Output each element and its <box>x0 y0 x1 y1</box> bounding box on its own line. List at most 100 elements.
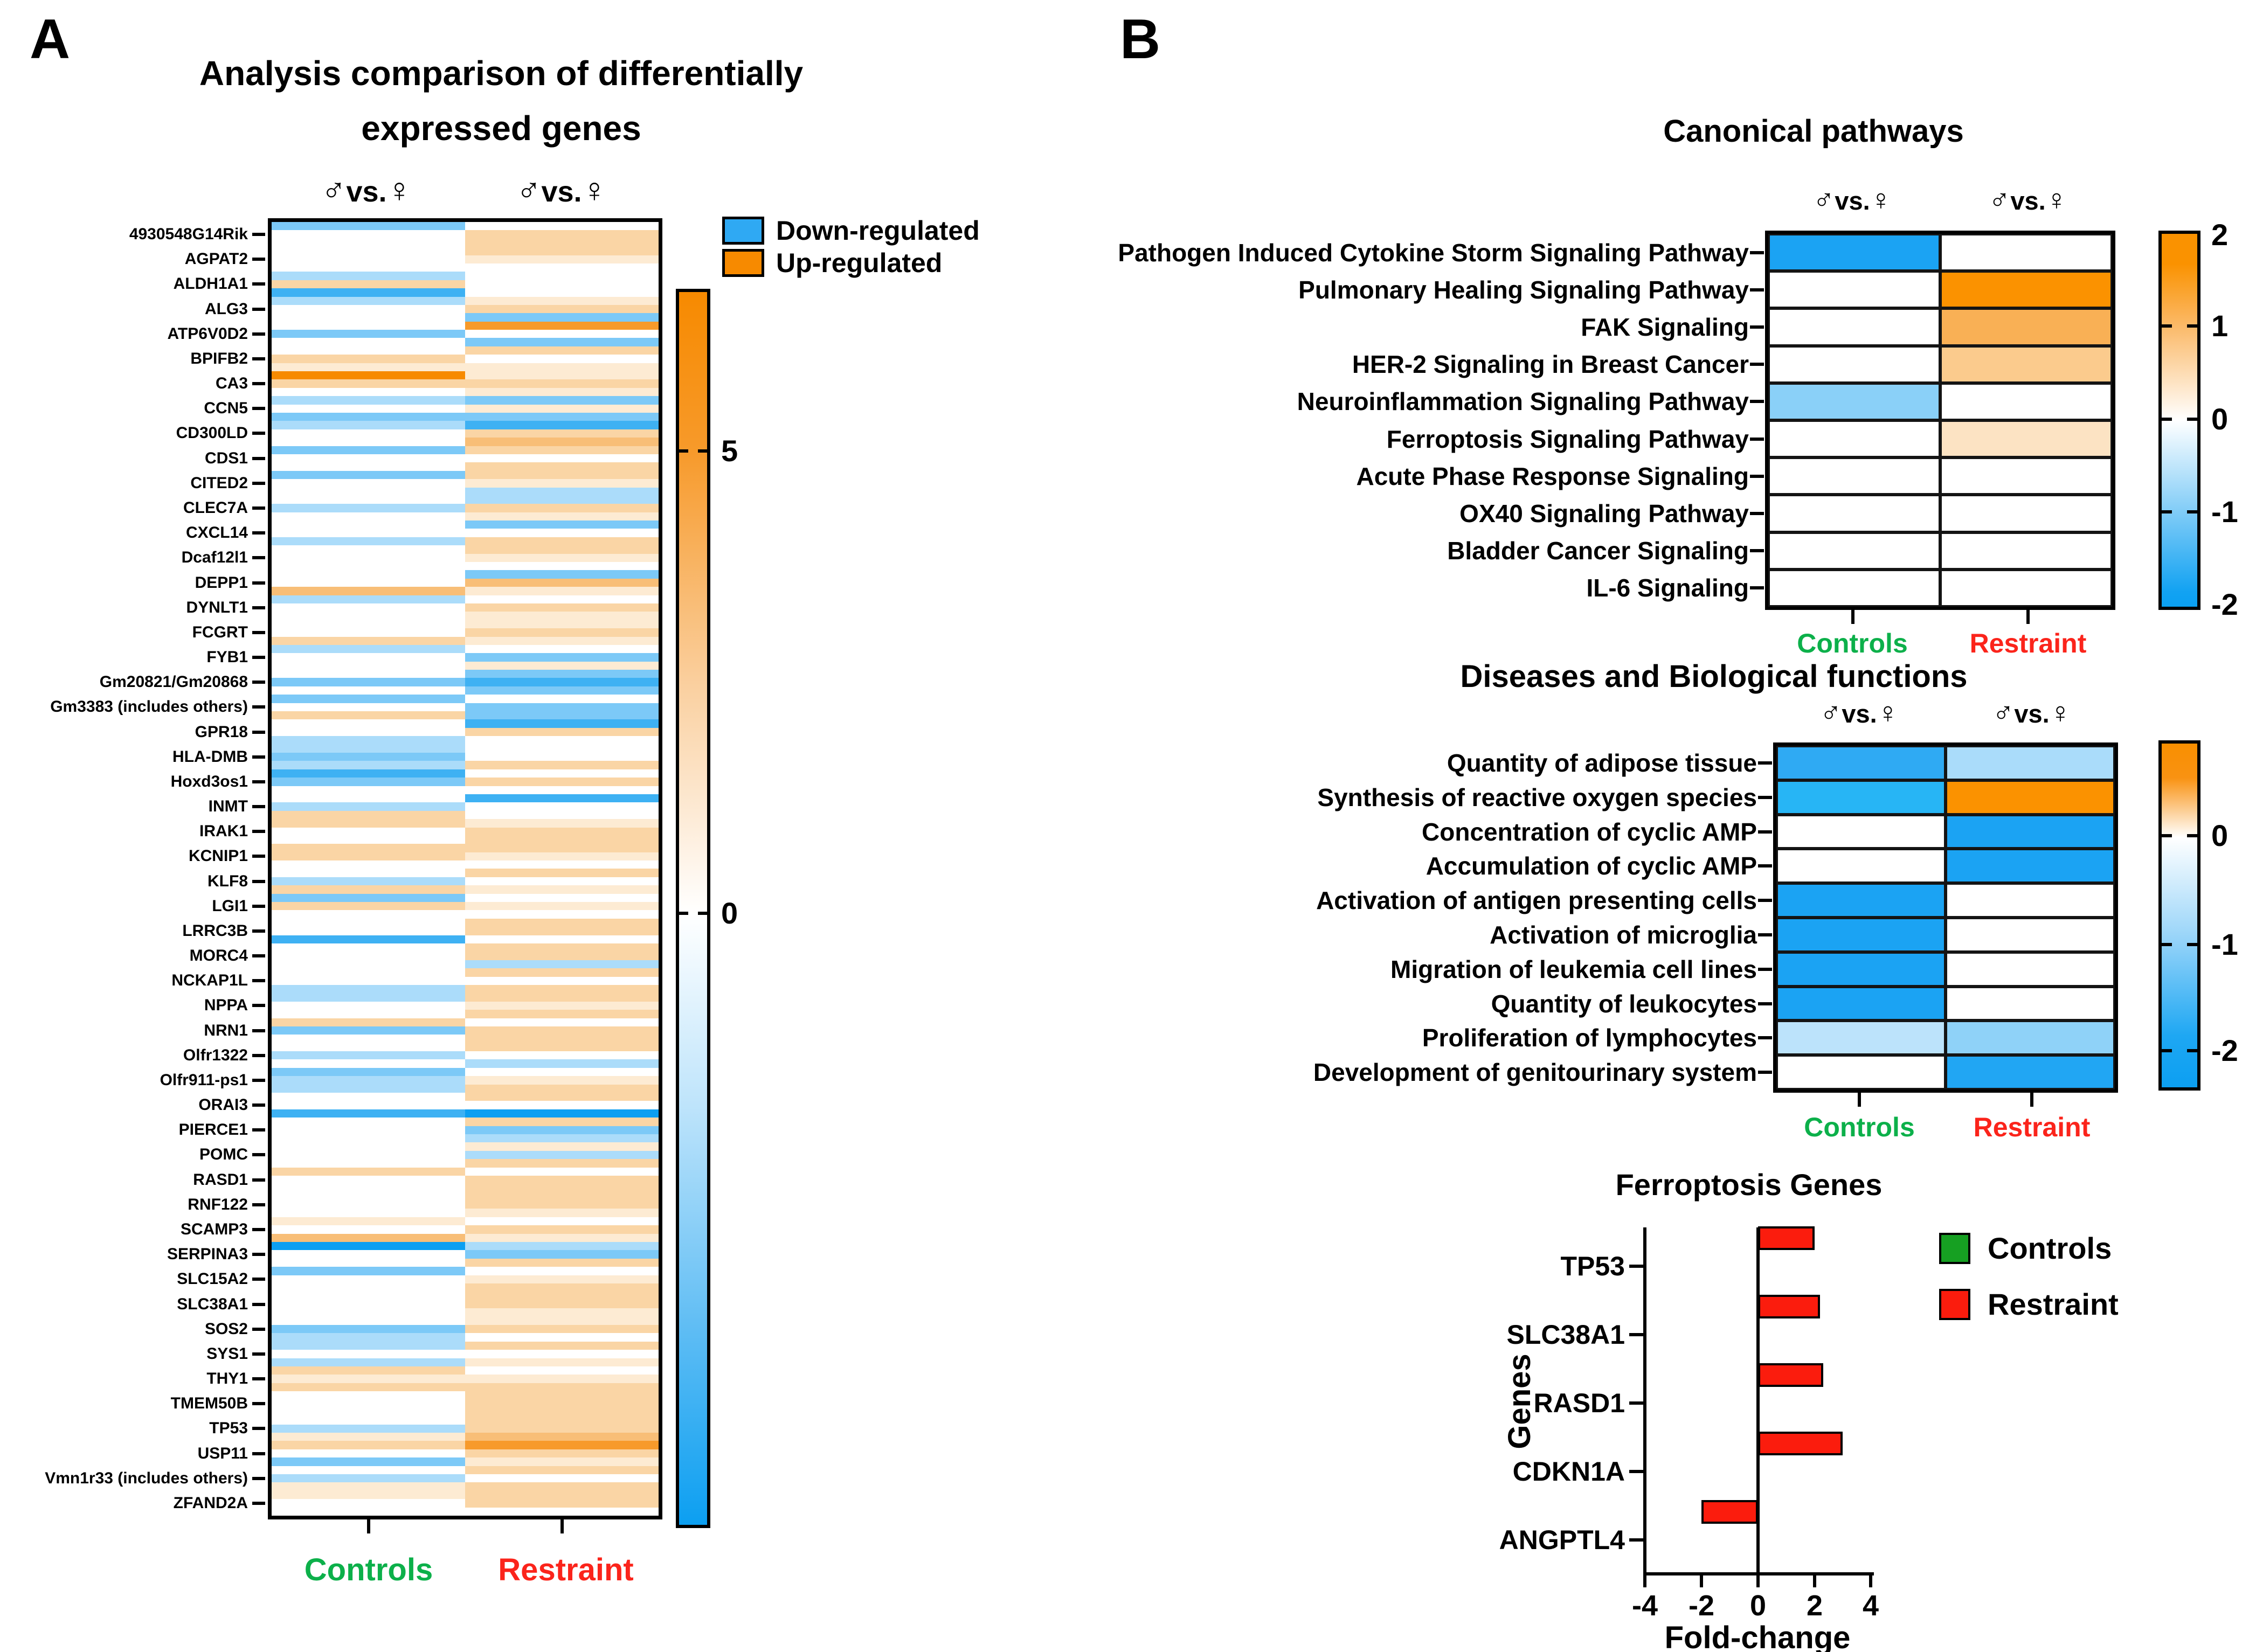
gene-label: BPIFB2 <box>190 349 248 367</box>
x-axis-tick <box>1858 1093 1861 1107</box>
heatmap-band-CXCL14 <box>272 520 465 546</box>
colorbar-tick <box>2161 1049 2172 1052</box>
heatmap-band-SYS1 <box>465 1341 659 1366</box>
heatmap-stripe <box>465 446 659 454</box>
cell-restraint <box>1946 849 2115 884</box>
x-axis-tick <box>2030 1093 2033 1107</box>
heatmap-stripe <box>272 877 465 886</box>
heatmap-stripe <box>272 487 465 496</box>
heatmap-stripe <box>465 438 659 446</box>
heatmap-stripe <box>465 620 659 629</box>
heatmap-stripe <box>465 1175 659 1184</box>
category-tick <box>1629 1265 1643 1268</box>
heatmap-stripe <box>272 512 465 521</box>
heatmap-stripe <box>465 1109 659 1118</box>
heatmap-stripe <box>272 446 465 454</box>
heatmap-stripe <box>465 935 659 943</box>
heatmap-stripe <box>465 1267 659 1275</box>
row-label: Neuroinflammation Signaling Pathway <box>1297 387 1749 416</box>
heatmap-band-PIERCE1 <box>272 1117 465 1143</box>
heatmap-stripe <box>465 1217 659 1226</box>
heatmap-stripe <box>465 794 659 803</box>
heatmap-band-SOS2 <box>465 1316 659 1342</box>
heatmap-stripe <box>465 678 659 686</box>
gene-label: ALG3 <box>204 300 248 318</box>
heatmap-band-Olfr1322 <box>465 1043 659 1068</box>
heatmap-stripe <box>272 321 465 330</box>
gene-tick <box>252 855 265 858</box>
heatmap-stripe <box>465 570 659 579</box>
heatmap-stripe <box>272 1043 465 1052</box>
x-axis-tick <box>560 1519 564 1533</box>
legend-swatch-controls <box>1939 1233 1970 1264</box>
gene-label: SLC15A2 <box>177 1270 248 1288</box>
heatmap-stripe <box>272 686 465 695</box>
x-axis-label-restraint: Restraint <box>1969 628 2087 658</box>
heatmap-band-HLA-DMB <box>272 744 465 769</box>
gene-tick <box>252 1452 265 1455</box>
heatmap-stripe <box>272 1300 465 1309</box>
heatmap-stripe <box>272 1333 465 1342</box>
heatmap-stripe <box>272 1316 465 1325</box>
heatmap-row <box>1776 883 2115 918</box>
heatmap-band-FCGRT <box>465 620 659 645</box>
colorbar-tick <box>679 912 688 915</box>
heatmap-stripe <box>272 719 465 728</box>
gene-label: ZFAND2A <box>173 1494 248 1512</box>
gene-tick <box>252 1153 265 1157</box>
male-icon: ♂ <box>516 172 542 209</box>
cell-controls <box>1768 495 1940 532</box>
heatmap-band-LRRC3B <box>272 918 465 943</box>
heatmap-stripe <box>272 330 465 338</box>
heatmap-stripe <box>465 479 659 488</box>
heatmap-stripe <box>465 412 659 421</box>
heatmap-stripe <box>272 1292 465 1300</box>
heatmap-stripe <box>272 280 465 289</box>
heatmap-band-ATP6V0D2 <box>465 321 659 346</box>
heatmap-stripe <box>465 429 659 438</box>
heatmap-stripe <box>272 636 465 645</box>
row-label: Quantity of adipose tissue <box>1447 748 1757 777</box>
gene-label: KCNIP1 <box>188 847 248 865</box>
x-axis-label-controls: Controls <box>1804 1112 1915 1142</box>
heatmap-stripe <box>272 1067 465 1077</box>
gene-label: Dcaf12l1 <box>181 549 248 567</box>
heatmap-stripe <box>465 819 659 828</box>
gene-tick <box>252 1004 265 1008</box>
gene-tick <box>252 904 265 908</box>
cell-controls <box>1768 234 1940 272</box>
cell-restraint <box>1940 457 2112 495</box>
expression-heatmap <box>268 218 662 1519</box>
heatmap-stripe <box>465 960 659 969</box>
row-tick <box>1758 795 1772 799</box>
gene-tick <box>252 630 265 634</box>
heatmap-stripe <box>465 470 659 480</box>
gene-label: CITED2 <box>190 474 248 492</box>
heatmap-stripe <box>465 296 659 305</box>
heatmap-stripe <box>465 661 659 670</box>
heatmap-stripe <box>272 1350 465 1358</box>
colorbar-tick <box>2187 834 2198 838</box>
row-label: OX40 Signaling Pathway <box>1459 499 1749 527</box>
heatmap-stripe <box>272 545 465 554</box>
row-tick <box>1758 933 1772 936</box>
heatmap-band-MORC4 <box>465 943 659 969</box>
heatmap-band-AGPAT2 <box>465 247 659 272</box>
heatmap-stripe <box>272 1184 465 1192</box>
heatmap-stripe <box>465 719 659 728</box>
heatmap-stripe <box>272 1407 465 1417</box>
gene-label: KLF8 <box>207 872 248 890</box>
row-label: FAK Signaling <box>1581 313 1749 341</box>
heatmap-stripe <box>272 670 465 678</box>
heatmap-stripe <box>272 553 465 563</box>
heatmap-stripe <box>465 263 659 272</box>
row-label: Acute Phase Response Signaling <box>1356 462 1749 490</box>
cell-controls <box>1776 986 1946 1021</box>
heatmap-band-RASD1 <box>272 1167 465 1192</box>
heatmap-stripe <box>465 653 659 662</box>
heatmap-band-POMC <box>465 1142 659 1168</box>
cell-controls <box>1768 457 1940 495</box>
heatmap-stripe <box>272 520 465 529</box>
heatmap-band-NRN1 <box>465 1018 659 1043</box>
zero-line <box>1756 1227 1760 1572</box>
